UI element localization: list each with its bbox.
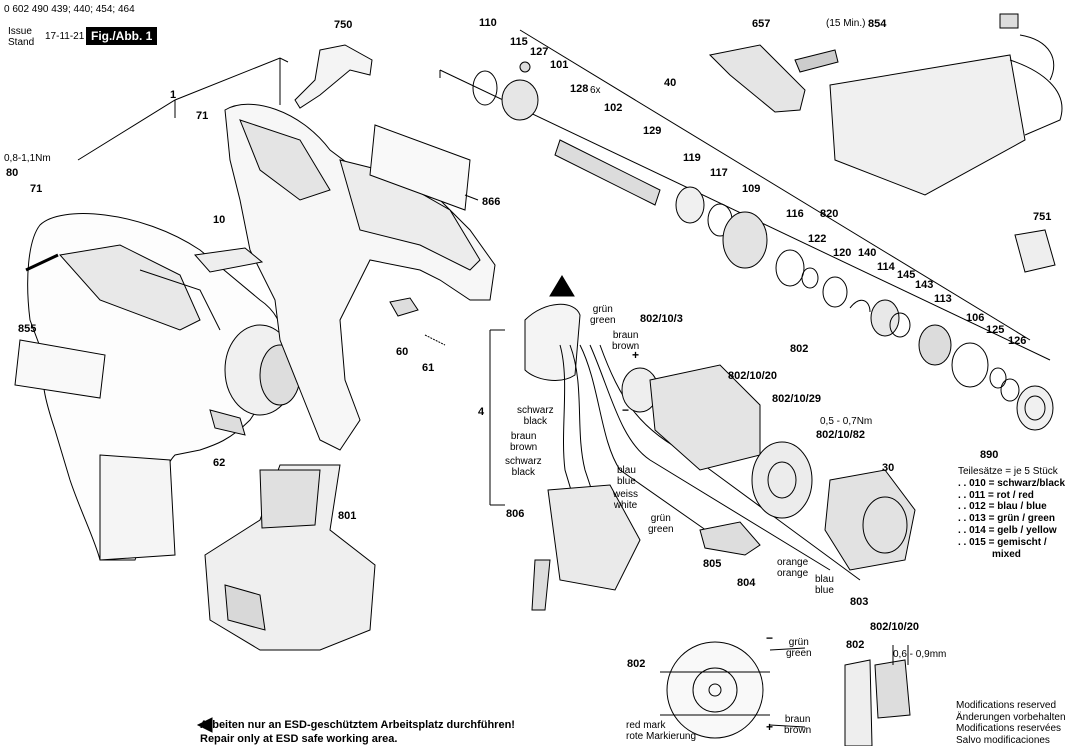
part-114: 114 — [877, 261, 895, 273]
stand-label: Stand — [8, 37, 35, 48]
minus-symbol-detail: − — [766, 631, 774, 645]
part-140: 140 — [858, 247, 877, 259]
part-127: 127 — [530, 46, 549, 58]
part-80: 80 — [6, 167, 19, 179]
figure-label: Fig./Abb. 1 — [86, 27, 158, 45]
part-805: 805 — [703, 558, 722, 570]
charge-time-note: (15 Min.) — [826, 18, 866, 29]
part-803: 803 — [850, 596, 869, 608]
part-119: 119 — [683, 152, 701, 164]
part-751: 751 — [1033, 211, 1052, 223]
legend-title: Teilesätze = je 5 Stück — [958, 466, 1058, 477]
part-126: 126 — [1008, 335, 1027, 347]
part-62: 62 — [213, 457, 226, 469]
part-866: 866 — [482, 196, 501, 208]
part-60: 60 — [396, 346, 409, 358]
part-61: 61 — [422, 362, 435, 374]
legend-item: . . 012 = blau / blue — [958, 501, 1047, 513]
part-802-10-82: 802/10/82 — [816, 429, 865, 441]
plus-symbol: + — [632, 348, 640, 362]
part-802-detail-left: 802 — [627, 658, 646, 670]
part-802-10-20-detail: 802/10/20 — [870, 621, 919, 633]
part-102: 102 — [604, 102, 623, 114]
part-128: 128 — [570, 83, 589, 95]
part-802-detail-right: 802 — [846, 639, 865, 651]
part-802: 802 — [790, 343, 809, 355]
esd-notice-de: Arbeiten nur an ESD-geschütztem Arbeitsp… — [200, 719, 515, 731]
esd-notice-en: Repair only at ESD safe working area. — [200, 732, 398, 745]
part-117: 117 — [710, 167, 728, 179]
legend-item: . . 014 = gelb / yellow — [958, 524, 1057, 536]
part-4: 4 — [478, 406, 485, 418]
part-115: 115 — [510, 36, 528, 48]
esd-notice: Arbeiten nur an ESD-geschütztem Arbeitsp… — [200, 719, 515, 747]
part-128-qty: 6x — [590, 85, 601, 96]
issue-date: 17-11-21 — [45, 31, 85, 42]
issue-label: Issue — [8, 26, 32, 37]
part-113: 113 — [934, 293, 952, 305]
gap-dimension: 0,6 - 0,9mm — [893, 649, 947, 660]
part-802-10-20: 802/10/20 — [728, 370, 777, 382]
part-122: 122 — [808, 233, 827, 245]
part-120: 120 — [833, 247, 852, 259]
document-number: 0 602 490 439; 440; 454; 464 — [4, 4, 135, 15]
legend-item: . . 010 = schwarz/black — [958, 477, 1066, 489]
part-10: 10 — [213, 214, 226, 226]
part-101: 101 — [550, 59, 569, 71]
minus-symbol: − — [622, 403, 630, 417]
legend-item: . . 011 = rot / red — [958, 489, 1034, 501]
part-125: 125 — [986, 324, 1005, 336]
part-657: 657 — [752, 18, 771, 30]
part-855: 855 — [18, 323, 37, 335]
plus-symbol-detail: + — [766, 720, 774, 734]
part-801: 801 — [338, 510, 357, 522]
part-109: 109 — [742, 183, 761, 195]
legend-item-mixed: mixed — [992, 548, 1021, 560]
torque-80: 0,8-1,1Nm — [4, 153, 51, 164]
part-145: 145 — [897, 269, 916, 281]
part-890: 890 — [980, 449, 999, 461]
parts-set-legend: Teilesätze = je 5 Stück . . 010 = schwar… — [958, 466, 1065, 560]
part-1: 1 — [170, 89, 177, 101]
part-820: 820 — [820, 208, 839, 220]
part-30: 30 — [882, 462, 895, 474]
part-110: 110 — [479, 17, 497, 29]
part-806: 806 — [506, 508, 525, 520]
part-802-10-3: 802/10/3 — [640, 313, 683, 325]
part-143: 143 — [915, 279, 934, 291]
legend-item: . . 013 = grün / green — [958, 513, 1055, 525]
part-71-upper: 71 — [196, 110, 209, 122]
part-854: 854 — [868, 18, 887, 30]
part-129: 129 — [643, 125, 662, 137]
part-802-10-29: 802/10/29 — [772, 393, 821, 405]
torque-802: 0,5 - 0,7Nm — [820, 416, 873, 427]
part-106: 106 — [966, 312, 985, 324]
part-804: 804 — [737, 577, 756, 589]
part-116: 116 — [786, 208, 804, 220]
legend-item: . . 015 = gemischt / — [958, 536, 1047, 548]
part-71-lower: 71 — [30, 183, 43, 195]
part-40: 40 — [664, 77, 677, 89]
part-750: 750 — [334, 19, 353, 31]
modifications-note: Modifications reserved Änderungen vorbeh… — [956, 700, 1066, 746]
